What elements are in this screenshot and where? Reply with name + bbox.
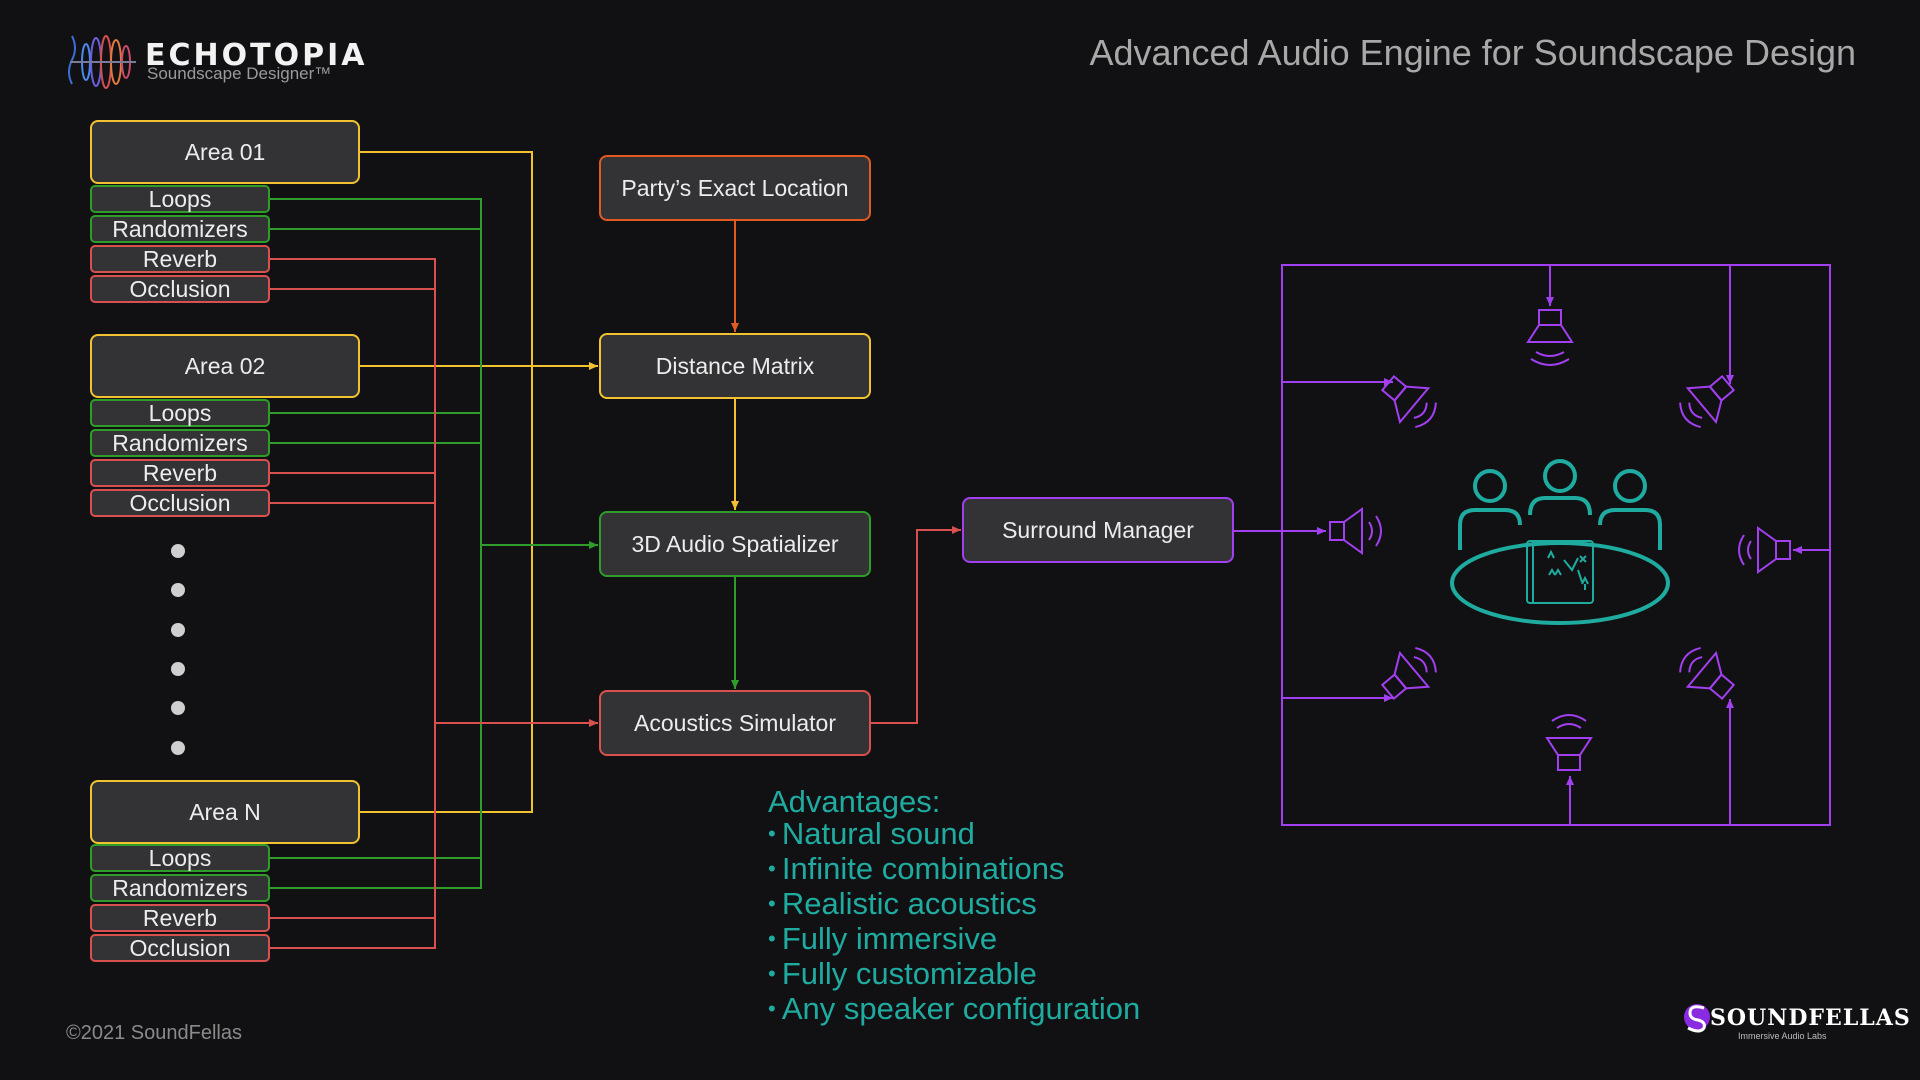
advantage-item: Fully immersive bbox=[768, 923, 1140, 958]
advantage-item: Infinite combinations bbox=[768, 853, 1140, 888]
loops-to-spatializer-lines bbox=[270, 198, 598, 889]
speaker-top-left-icon bbox=[1380, 374, 1437, 429]
area-02-occlusion[interactable]: Occlusion bbox=[90, 489, 270, 517]
speaker-network-lines bbox=[1234, 264, 1831, 826]
page-title: Advanced Audio Engine for Soundscape Des… bbox=[1089, 32, 1856, 73]
area-01-reverb[interactable]: Reverb bbox=[90, 245, 270, 273]
advantages-heading: Advantages: bbox=[768, 784, 941, 819]
logo-subtitle: Soundscape Designer™ bbox=[147, 64, 332, 83]
advantage-item: Natural sound bbox=[768, 818, 1140, 853]
logo-title: ECHOTOPIA bbox=[145, 38, 368, 73]
spatializer-box[interactable]: 3D Audio Spatializer bbox=[599, 511, 871, 577]
area-01-randomizers[interactable]: Randomizers bbox=[90, 215, 270, 243]
advantage-item: Fully customizable bbox=[768, 958, 1140, 993]
more-areas-ellipsis bbox=[171, 544, 185, 755]
reverb-to-acoustics-lines bbox=[270, 258, 598, 949]
area-02-loops[interactable]: Loops bbox=[90, 399, 270, 427]
area-01-occlusion[interactable]: Occlusion bbox=[90, 275, 270, 303]
party-location-box[interactable]: Party’s Exact Location bbox=[599, 155, 871, 221]
speaker-bottom-right-icon bbox=[1679, 646, 1736, 701]
advantages-list: Advantages: Natural sound Infinite combi… bbox=[768, 786, 1140, 1028]
acoustics-to-surround-arrow bbox=[871, 526, 961, 724]
advantage-item: Realistic acoustics bbox=[768, 888, 1140, 923]
brand-name: SOUNDFELLAS bbox=[1710, 1005, 1911, 1031]
area-01-loops[interactable]: Loops bbox=[90, 185, 270, 213]
speaker-bottom-left-icon bbox=[1380, 646, 1437, 701]
surround-manager-box[interactable]: Surround Manager bbox=[962, 497, 1234, 563]
echotopia-logo-icon bbox=[68, 35, 136, 89]
area-02-reverb[interactable]: Reverb bbox=[90, 459, 270, 487]
area-n-occlusion[interactable]: Occlusion bbox=[90, 934, 270, 962]
speaker-bottom-icon bbox=[1545, 714, 1593, 771]
speaker-left-icon bbox=[1329, 507, 1382, 555]
area-n-reverb[interactable]: Reverb bbox=[90, 904, 270, 932]
area-n-box[interactable]: Area N bbox=[90, 780, 360, 844]
brand-tagline: Immersive Audio Labs bbox=[1738, 1031, 1827, 1041]
area-to-distance-lines bbox=[360, 151, 598, 813]
speaker-top-right-icon bbox=[1679, 374, 1736, 429]
copyright: ©2021 SoundFellas bbox=[66, 1022, 242, 1044]
area-n-loops[interactable]: Loops bbox=[90, 844, 270, 872]
area-02-box[interactable]: Area 02 bbox=[90, 334, 360, 398]
area-n-randomizers[interactable]: Randomizers bbox=[90, 874, 270, 902]
distance-matrix-box[interactable]: Distance Matrix bbox=[599, 333, 871, 399]
area-01-box[interactable]: Area 01 bbox=[90, 120, 360, 184]
advantage-item: Any speaker configuration bbox=[768, 993, 1140, 1028]
soundfellas-logo-icon bbox=[1684, 1004, 1710, 1033]
speaker-top-icon bbox=[1526, 309, 1574, 366]
area-02-randomizers[interactable]: Randomizers bbox=[90, 429, 270, 457]
acoustics-simulator-box[interactable]: Acoustics Simulator bbox=[599, 690, 871, 756]
party-table-icon bbox=[1450, 459, 1670, 625]
speaker-right-icon bbox=[1738, 526, 1791, 574]
